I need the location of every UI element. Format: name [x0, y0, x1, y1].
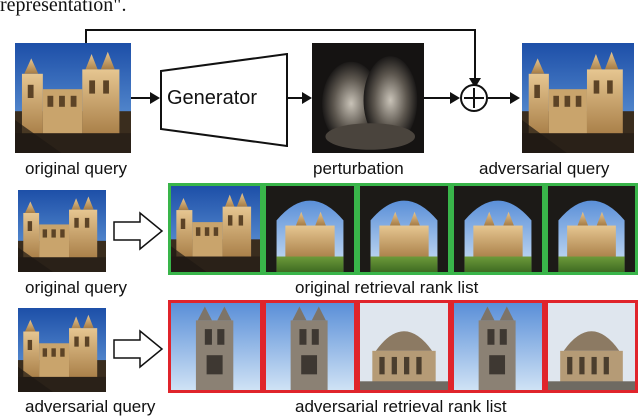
original-rank-result-3 — [357, 183, 451, 275]
original-rank-list-caption: original retrieval rank list — [295, 278, 479, 297]
adversarial-rank-list-caption: adversarial retrieval rank list — [295, 397, 507, 416]
adversarial-rank-result-3 — [357, 300, 451, 393]
row3-query-caption: adversarial query — [25, 397, 156, 416]
adversarial-query-image — [522, 43, 634, 153]
original-rank-result-1 — [168, 183, 263, 275]
perturbation-caption: perturbation — [313, 159, 404, 178]
original-query-caption: original query — [25, 159, 128, 178]
original-rank-result-5 — [545, 183, 638, 275]
generator-label: Generator — [167, 87, 258, 109]
adversarial-query-image-row3 — [18, 308, 106, 392]
original-query-image-row2 — [18, 190, 106, 272]
adversarial-rank-result-2 — [263, 300, 357, 393]
header-text-fragment: representation". — [0, 0, 127, 16]
adversarial-query-caption: adversarial query — [479, 159, 610, 178]
adversarial-rank-result-5 — [545, 300, 638, 393]
generator-block — [160, 52, 288, 148]
row2-query-caption: original query — [25, 278, 128, 297]
original-rank-result-4 — [451, 183, 545, 275]
original-rank-result-2 — [263, 183, 357, 275]
sum-operator-icon — [459, 83, 489, 113]
adversarial-rank-result-4 — [451, 300, 545, 393]
original-query-image — [15, 43, 131, 153]
adversarial-rank-result-1 — [168, 300, 263, 393]
perturbation-image — [312, 43, 424, 153]
